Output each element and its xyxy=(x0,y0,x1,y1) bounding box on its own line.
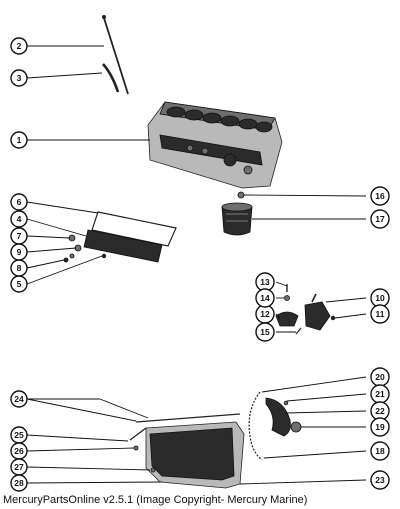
rear-seal-part xyxy=(248,391,302,461)
svg-text:24: 24 xyxy=(14,394,24,404)
svg-text:25: 25 xyxy=(14,430,24,440)
svg-text:15: 15 xyxy=(260,327,270,337)
dipstick-tube-part xyxy=(102,63,120,93)
callout-19: 19 xyxy=(370,417,390,437)
leader-lines xyxy=(26,45,367,485)
callout-24: 24 xyxy=(10,390,28,408)
svg-text:12: 12 xyxy=(260,309,270,319)
gasket-part xyxy=(91,211,177,247)
svg-text:9: 9 xyxy=(17,247,22,257)
svg-text:4: 4 xyxy=(17,214,22,224)
callout-26: 26 xyxy=(10,442,28,460)
callout-18: 18 xyxy=(370,441,390,461)
callout-20: 20 xyxy=(370,367,390,387)
callout-4: 4 xyxy=(10,210,28,228)
svg-text:27: 27 xyxy=(14,462,24,472)
svg-text:3: 3 xyxy=(17,73,22,83)
callout-1: 1 xyxy=(10,131,28,149)
callout-6: 6 xyxy=(10,193,28,211)
svg-text:2: 2 xyxy=(17,41,22,51)
callout-2: 2 xyxy=(10,37,28,55)
svg-text:23: 23 xyxy=(375,475,385,485)
callout-10: 10 xyxy=(370,288,390,308)
callout-7: 7 xyxy=(10,227,28,245)
svg-text:19: 19 xyxy=(375,422,385,432)
copyright-footer: MercuryPartsOnline v2.5.1 (Image Copyrig… xyxy=(3,494,308,506)
svg-text:28: 28 xyxy=(14,478,24,488)
callout-8: 8 xyxy=(10,259,28,277)
callout-3: 3 xyxy=(10,69,28,87)
svg-text:14: 14 xyxy=(260,293,270,303)
oil-filter-part xyxy=(221,191,253,236)
svg-text:11: 11 xyxy=(376,309,385,319)
callout-27: 27 xyxy=(10,458,28,476)
callout-5: 5 xyxy=(10,275,28,293)
svg-text:17: 17 xyxy=(375,214,385,224)
svg-text:5: 5 xyxy=(17,279,22,289)
svg-text:20: 20 xyxy=(375,372,385,382)
callout-13: 13 xyxy=(255,272,275,292)
oil-pan-part xyxy=(129,413,245,489)
callout-17: 17 xyxy=(370,209,390,229)
svg-text:8: 8 xyxy=(17,263,22,273)
callout-25: 25 xyxy=(10,426,28,444)
callout-16: 16 xyxy=(370,186,390,206)
callout-15: 15 xyxy=(255,322,275,342)
callout-9: 9 xyxy=(10,243,28,261)
callout-11: 11 xyxy=(370,304,390,324)
svg-text:26: 26 xyxy=(14,446,24,456)
callout-23: 23 xyxy=(370,470,390,490)
oil-pump-part xyxy=(275,284,336,335)
callout-28: 28 xyxy=(10,474,28,492)
svg-text:16: 16 xyxy=(375,191,385,201)
dipstick-part xyxy=(102,15,129,95)
callout-12: 12 xyxy=(255,304,275,324)
callout-22: 22 xyxy=(370,401,390,421)
callout-21: 21 xyxy=(370,384,390,404)
svg-text:10: 10 xyxy=(375,293,385,303)
svg-text:13: 13 xyxy=(260,277,270,287)
svg-text:6: 6 xyxy=(17,197,22,207)
svg-text:18: 18 xyxy=(375,446,385,456)
cover-plate-part xyxy=(83,229,163,263)
svg-text:22: 22 xyxy=(375,406,385,416)
callout-14: 14 xyxy=(255,288,275,308)
engine-block-part xyxy=(147,101,283,189)
svg-text:7: 7 xyxy=(17,231,22,241)
svg-text:1: 1 xyxy=(17,135,22,145)
small-fittings-part xyxy=(63,234,107,263)
svg-text:21: 21 xyxy=(375,389,385,399)
